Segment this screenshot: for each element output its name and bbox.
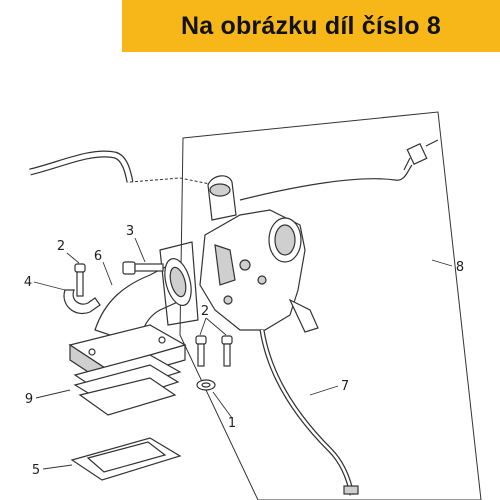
callout-5: 5 [32,463,40,478]
reed-valve [68,324,187,416]
vent-hose [29,150,216,186]
leader-lines [33,237,453,470]
throttle-cable [239,139,439,201]
bolt-2-right [195,335,233,367]
callout-4: 4 [24,275,32,290]
callout-6: 6 [94,249,102,264]
callout-2b: 2 [201,304,209,319]
callout-2a: 2 [57,239,65,254]
washer-1 [196,379,216,391]
banner-title: Na obrázku díl číslo 8 [180,11,442,40]
gasket-5 [70,437,182,481]
callout-1: 1 [228,416,236,431]
callout-3: 3 [126,224,134,239]
title-banner: Na obrázku díl číslo 8 [122,0,500,52]
bolt-2-left [74,263,86,297]
callout-7: 7 [341,379,349,394]
carburetor [199,175,319,333]
bolt-3 [122,261,164,275]
drain-hose [259,329,359,496]
clamp-4 [63,289,101,314]
callout-8: 8 [456,260,464,275]
intake-manifold [94,241,199,346]
callout-9: 9 [25,392,33,407]
